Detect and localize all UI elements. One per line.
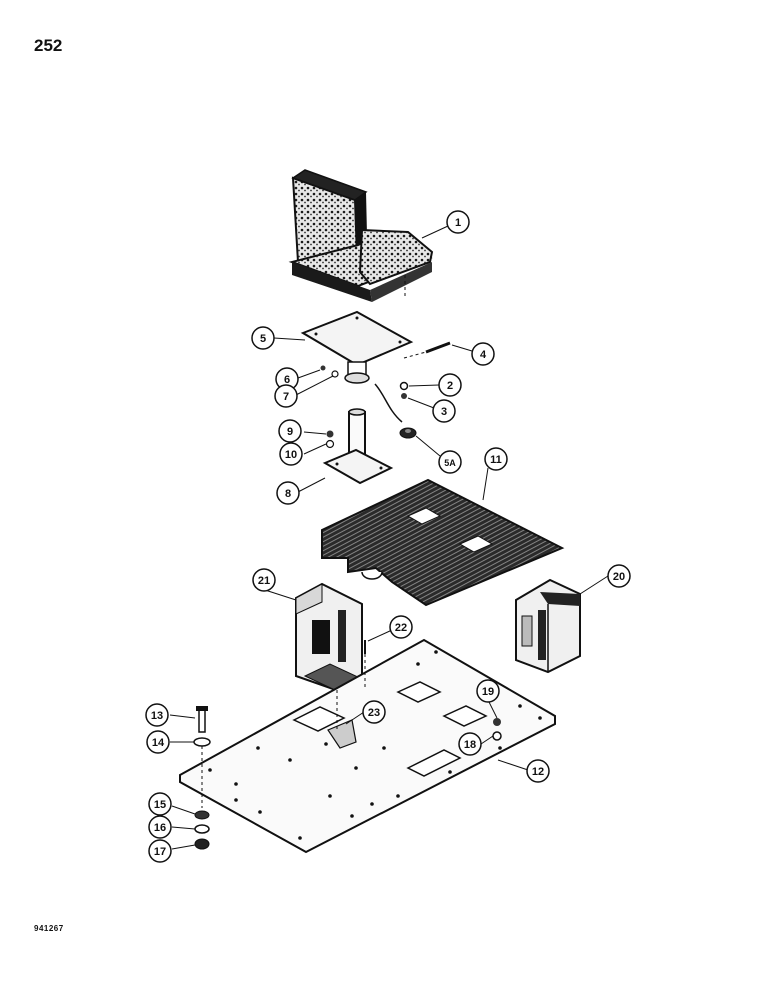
- callout-c21: 21: [252, 568, 276, 592]
- callout-c3: 3: [432, 399, 456, 423]
- page-number: 252: [34, 36, 63, 55]
- callout-label: 1: [455, 217, 461, 229]
- callout-label: 14: [152, 737, 165, 749]
- callout-label: 5: [260, 333, 266, 345]
- callout-label: 10: [285, 449, 297, 461]
- callout-label: 2: [447, 380, 453, 392]
- callout-label: 5A: [444, 458, 456, 468]
- callout-label: 16: [154, 822, 166, 834]
- callout-label: 17: [154, 846, 166, 858]
- callout-c14: 14: [146, 730, 170, 754]
- callout-c12: 12: [526, 759, 550, 783]
- callout-label: 3: [441, 406, 447, 418]
- callout-label: 8: [285, 488, 291, 500]
- seat: [288, 169, 434, 302]
- callout-c5: 5: [251, 326, 275, 350]
- hardware: [193, 640, 502, 850]
- callout-c6: 6: [275, 367, 299, 391]
- seat-column: [322, 408, 394, 485]
- callout-c1: 1: [446, 210, 470, 234]
- right-bracket: [515, 578, 581, 674]
- callout-c5a: 5A: [438, 450, 462, 474]
- callout-label: 22: [395, 622, 407, 634]
- callout-c11: 11: [484, 447, 508, 471]
- callout-label: 6: [284, 374, 290, 386]
- callout-c16: 16: [148, 815, 172, 839]
- callout-c17: 17: [148, 839, 172, 863]
- callout-label: 11: [490, 454, 502, 466]
- callout-c23: 23: [362, 700, 386, 724]
- callout-label: 18: [464, 739, 476, 751]
- callout-label: 20: [613, 571, 625, 583]
- seat-plate-assembly: [300, 310, 451, 439]
- callout-c9: 9: [278, 419, 302, 443]
- callout-c10: 10: [279, 442, 303, 466]
- callout-label: 9: [287, 426, 293, 438]
- callout-c19: 19: [476, 679, 500, 703]
- callout-c8: 8: [276, 481, 300, 505]
- callout-leaders: [169, 225, 609, 850]
- callout-c18: 18: [458, 732, 482, 756]
- callout-c15: 15: [148, 792, 172, 816]
- callout-label: 15: [154, 799, 166, 811]
- callout-c2: 2: [438, 373, 462, 397]
- document-code: 941267: [34, 924, 64, 933]
- callout-c22: 22: [389, 615, 413, 639]
- callout-label: 21: [258, 575, 270, 587]
- callout-label: 7: [283, 391, 289, 403]
- floor-mat: [321, 478, 565, 607]
- callout-c13: 13: [145, 703, 169, 727]
- callout-label: 4: [480, 349, 487, 361]
- callout-label: 13: [151, 710, 163, 722]
- callout-c4: 4: [471, 342, 495, 366]
- base-plate: [179, 638, 556, 854]
- callout-c20: 20: [607, 564, 631, 588]
- callout-label: 12: [532, 766, 544, 778]
- callout-label: 23: [368, 707, 380, 719]
- callout-c7: 7: [274, 384, 298, 408]
- left-bracket: [295, 582, 363, 692]
- callout-label: 19: [482, 686, 494, 698]
